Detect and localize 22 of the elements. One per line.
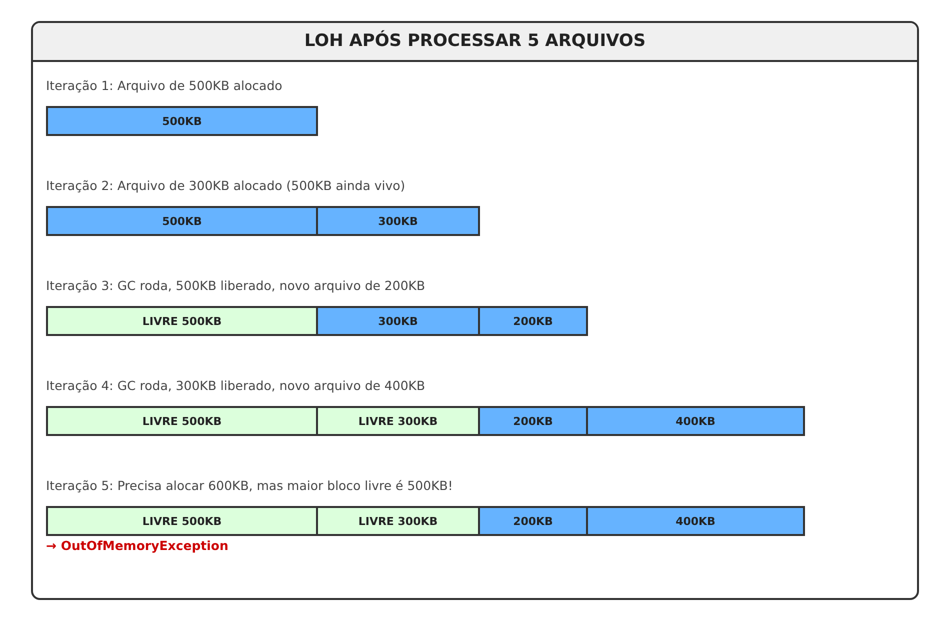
allocated-memory-block: 300KB: [316, 206, 480, 236]
free-memory-block: LIVRE 500KB: [46, 506, 318, 536]
panel-title: LOH APÓS PROCESSAR 5 ARQUIVOS: [33, 23, 917, 62]
error-message: → OutOfMemoryException: [46, 538, 228, 553]
allocated-memory-block: 300KB: [316, 306, 480, 336]
free-memory-block: LIVRE 500KB: [46, 406, 318, 436]
allocated-memory-block: 200KB: [478, 306, 588, 336]
iteration-caption: Iteração 1: Arquivo de 500KB alocado: [46, 78, 282, 93]
iteration-caption: Iteração 3: GC roda, 500KB liberado, novo arquivo de 200KB: [46, 278, 426, 293]
allocated-memory-block: 200KB: [478, 406, 588, 436]
allocated-memory-block: 400KB: [586, 406, 805, 436]
iteration-caption: Iteração 2: Arquivo de 300KB alocado (500KB ainda vivo): [46, 178, 406, 193]
heap-panel: [31, 21, 919, 600]
allocated-memory-block: 400KB: [586, 506, 805, 536]
allocated-memory-block: 500KB: [46, 206, 318, 236]
allocated-memory-block: 500KB: [46, 106, 318, 136]
allocated-memory-block: 200KB: [478, 506, 588, 536]
free-memory-block: LIVRE 300KB: [316, 406, 480, 436]
free-memory-block: LIVRE 300KB: [316, 506, 480, 536]
iteration-caption: Iteração 4: GC roda, 300KB liberado, novo arquivo de 400KB: [46, 378, 426, 393]
iteration-caption: Iteração 5: Precisa alocar 600KB, mas maior bloco livre é 500KB!: [46, 478, 453, 493]
free-memory-block: LIVRE 500KB: [46, 306, 318, 336]
